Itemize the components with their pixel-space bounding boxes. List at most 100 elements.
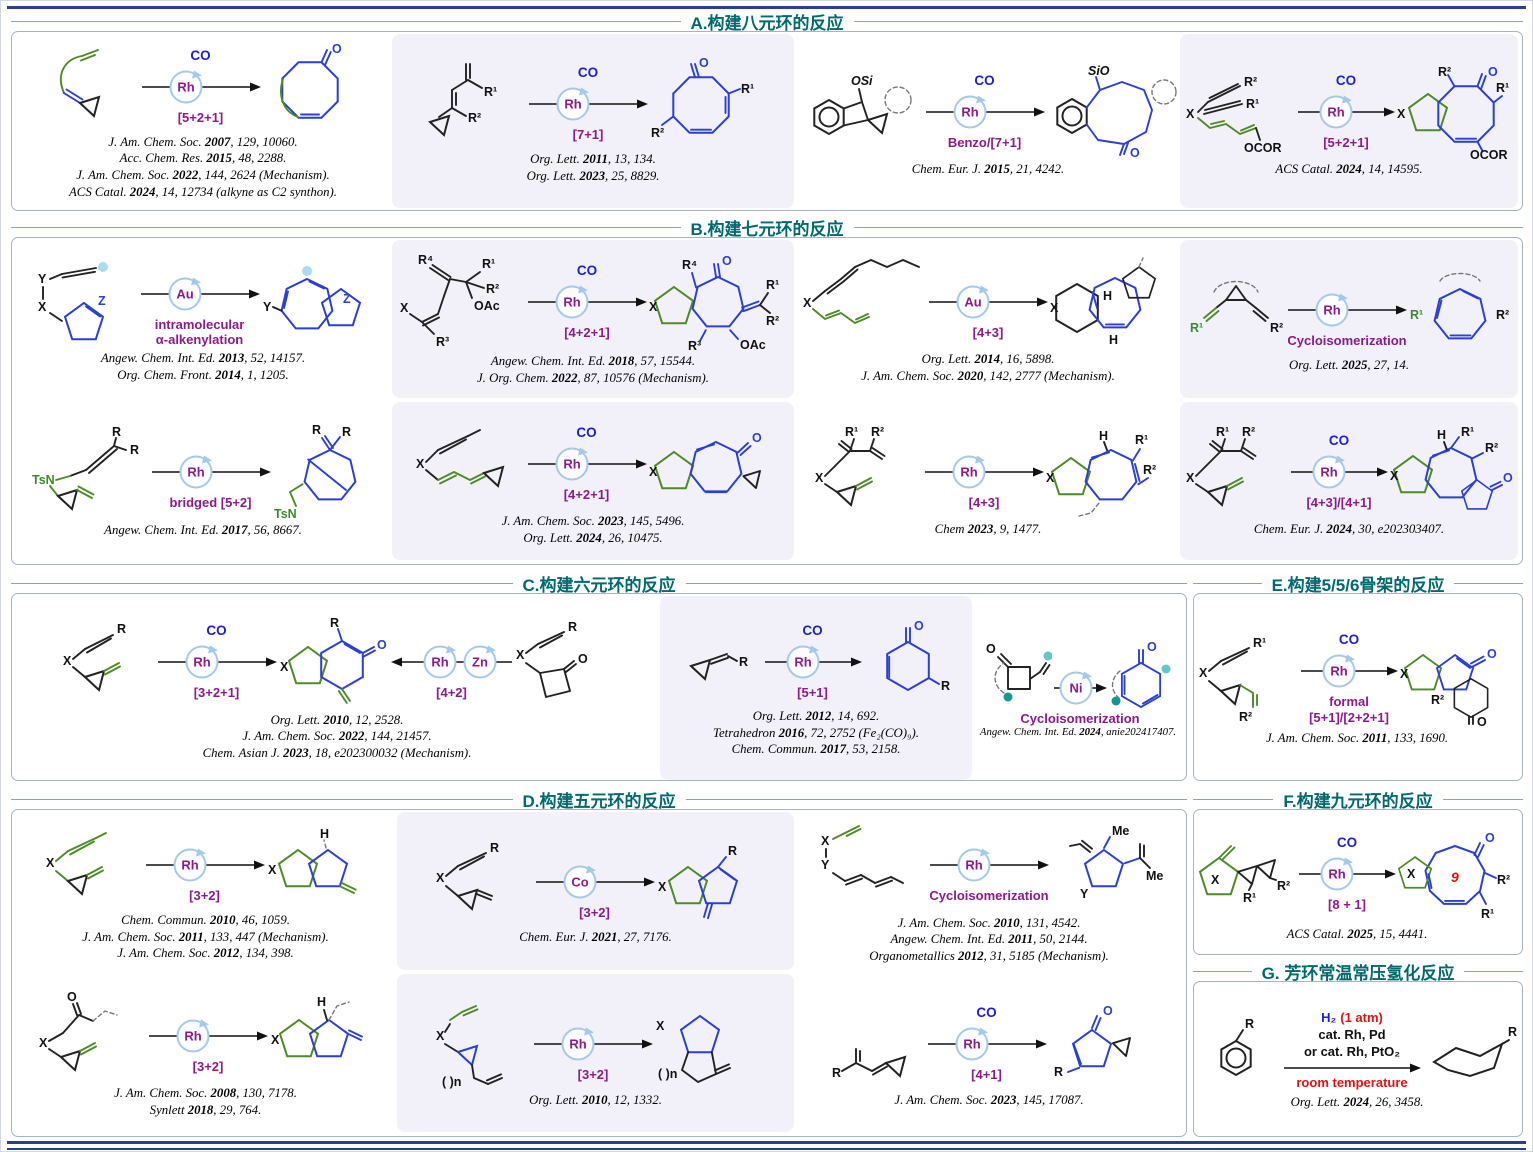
citations: ACS Catal. 2025, 15, 4441. bbox=[1287, 926, 1428, 943]
citation-line: J. Am. Chem. Soc. 2011, 133, 1690. bbox=[1265, 730, 1449, 745]
reaction-arrow-icon: Rh bbox=[1301, 654, 1398, 688]
citation-line: Org. Chem. Front. 2014, 1, 1205. bbox=[117, 367, 289, 382]
struct-label: Me bbox=[1112, 824, 1129, 838]
reaction-arrow-icon: Rh bbox=[534, 1027, 653, 1061]
struct-label: OCOR bbox=[1470, 148, 1508, 159]
reaction-arrow-icon: Rh bbox=[149, 1019, 268, 1053]
product-structure: Y Me Me bbox=[1069, 824, 1163, 901]
struct-label: O bbox=[578, 652, 588, 666]
section-g-title: G. 芳环常温常压氢化反应 bbox=[1193, 959, 1524, 984]
reaction-arrow-icon: Rh bbox=[151, 455, 271, 489]
struct-label: X bbox=[656, 1019, 665, 1033]
catalyst-label: Rh bbox=[177, 79, 194, 94]
condition-label: [8 + 1] bbox=[1328, 896, 1366, 912]
catalyst-label: Au bbox=[176, 286, 193, 301]
catalyst-label: Ni bbox=[1070, 680, 1083, 695]
struct-label: O bbox=[1488, 65, 1498, 79]
struct-label: R bbox=[1245, 1017, 1254, 1031]
condition-label: [3+2] bbox=[577, 1066, 609, 1082]
struct-label: R² bbox=[766, 314, 779, 328]
struct-label: ( )n bbox=[442, 1075, 461, 1089]
condition-label: [7+1] bbox=[572, 126, 604, 142]
hydrogen-condition: H₂ (1 atm) bbox=[1321, 1010, 1383, 1027]
title-line bbox=[1193, 583, 1262, 584]
catalyst-label: Rh bbox=[960, 464, 977, 479]
struct-label: Z bbox=[98, 294, 106, 308]
section-a-title: A.构建八元环的反应 bbox=[11, 9, 1523, 34]
reactant-structure: X bbox=[416, 429, 504, 488]
product-structure: R¹ R² bbox=[1410, 272, 1509, 340]
condition-label: [4+3]/[4+1] bbox=[1306, 494, 1372, 510]
co-label: CO bbox=[576, 424, 597, 440]
catalyst-label: Rh bbox=[563, 456, 580, 471]
struct-label: O bbox=[1477, 715, 1487, 728]
condition-label: [5+1] bbox=[797, 685, 828, 701]
condition-label: formal bbox=[1329, 694, 1369, 710]
struct-label: O bbox=[1485, 831, 1495, 845]
citation-line: J. Am. Chem. Soc. 2022, 144, 21457. bbox=[242, 729, 432, 744]
struct-label: X bbox=[46, 856, 55, 870]
condition-label: [3+2] bbox=[192, 1058, 224, 1074]
citation-line: J. Am. Chem. Soc. 2023, 145, 5496. bbox=[501, 513, 685, 528]
citations: Org. Lett. 2024, 26, 3458. bbox=[1291, 1094, 1424, 1111]
struct-label: OAc bbox=[740, 338, 766, 351]
reaction-arrow-icon: Rh bbox=[927, 1027, 1047, 1061]
citations: J. Am. Chem. Soc. 2023, 145, 17087. bbox=[894, 1092, 1083, 1109]
condition-label: [5+2+1] bbox=[177, 109, 224, 125]
title-line bbox=[1193, 799, 1274, 800]
struct-label: R⁴ bbox=[418, 253, 433, 267]
reactant-structure: R¹ R² bbox=[429, 63, 497, 137]
struct-label: X bbox=[271, 1033, 280, 1047]
struct-label: R¹ bbox=[1190, 321, 1203, 335]
product-structure: X H H bbox=[1050, 257, 1157, 347]
struct-label: R¹ bbox=[1253, 636, 1266, 650]
condition-label: Cycloisomerization bbox=[929, 888, 1049, 904]
condition-label: [3+2] bbox=[189, 888, 220, 904]
struct-label: O bbox=[986, 642, 996, 656]
citation-line: Org. Lett. 2024, 26, 10475. bbox=[523, 530, 663, 545]
citation-line: Org. Lett. 2010, 12, 1332. bbox=[529, 1092, 662, 1107]
reaction-arrow-icon: Au bbox=[929, 285, 1048, 319]
struct-label: X bbox=[416, 457, 425, 471]
section-title-text: C.构建六元环的反应 bbox=[522, 576, 676, 595]
reaction-panel-b7: R¹ R² X Rh [4+3] bbox=[796, 402, 1180, 560]
section-b-title: B.构建七元环的反应 bbox=[11, 215, 1523, 240]
reaction-panel-d2: X R Co [3+2] X bbox=[397, 812, 794, 970]
reaction-panel-d6: R CO Rh [4+1] O bbox=[794, 974, 1184, 1132]
reaction-panel-c1: X R CO Rh [3+2+1] X bbox=[14, 596, 660, 780]
struct-label: R bbox=[1054, 1065, 1063, 1079]
struct-label: Y bbox=[1080, 887, 1089, 901]
struct-label: Me bbox=[1146, 869, 1163, 883]
condition-label: [4+2+1] bbox=[563, 486, 610, 502]
struct-label: R¹ bbox=[1481, 907, 1494, 921]
catalyst-label: Rh bbox=[563, 294, 580, 309]
pressure-label: (1 atm) bbox=[1340, 1009, 1383, 1025]
catalyst-label: Rh bbox=[965, 858, 982, 873]
struct-label: H bbox=[1109, 333, 1118, 347]
condition-label: [5+2+1] bbox=[1323, 134, 1369, 150]
citations: Chem. Eur. J. 2015, 21, 4242. bbox=[912, 161, 1065, 178]
citation-line: J. Am. Chem. Soc. 2022, 144, 2624 (Mecha… bbox=[76, 168, 330, 182]
reactant-structure: X ( )n bbox=[436, 1004, 503, 1089]
reaction-arrow-icon: Co bbox=[535, 865, 655, 899]
catalyst-condition: or cat. Rh, PtO₂ bbox=[1303, 1043, 1401, 1059]
reaction-panel-g1: R H₂ (1 atm) cat. Rh, Pd or cat. Rh, PtO… bbox=[1196, 984, 1518, 1136]
condition-label: [4+1] bbox=[971, 1066, 1002, 1082]
reaction-panel-d3: X Y Rh Cycloisomerization bbox=[794, 812, 1184, 970]
catalyst-label: Rh bbox=[569, 1036, 586, 1051]
catalyst-label: Rh bbox=[794, 655, 811, 670]
struct-label: R¹ bbox=[741, 82, 754, 96]
title-line bbox=[1464, 971, 1524, 972]
citation-line: J. Am. Chem. Soc. 2010, 131, 4542. bbox=[897, 915, 1081, 930]
product-structure: X O O R² bbox=[1400, 647, 1497, 728]
citation-line: Chem. Commun. 2017, 53, 2158. bbox=[731, 742, 901, 757]
section-c-title: C.构建六元环的反应 bbox=[11, 571, 1187, 596]
reactant-structure: R⁴ R¹ R² OAc X R³ bbox=[400, 253, 500, 349]
reaction-panel-d1: X Rh [3+2] X H bbox=[14, 812, 397, 970]
struct-label: R¹ bbox=[484, 85, 497, 99]
product-structure: X O 9 R² R¹ bbox=[1397, 831, 1510, 921]
title-line bbox=[1442, 799, 1524, 800]
reaction-panel-b2: R⁴ R¹ R² OAc X R³ CO bbox=[392, 240, 794, 398]
condition-label: [3+2+1] bbox=[193, 685, 240, 701]
citation-line: J. Am. Chem. Soc. 2020, 142, 2777 (Mecha… bbox=[861, 368, 1115, 383]
